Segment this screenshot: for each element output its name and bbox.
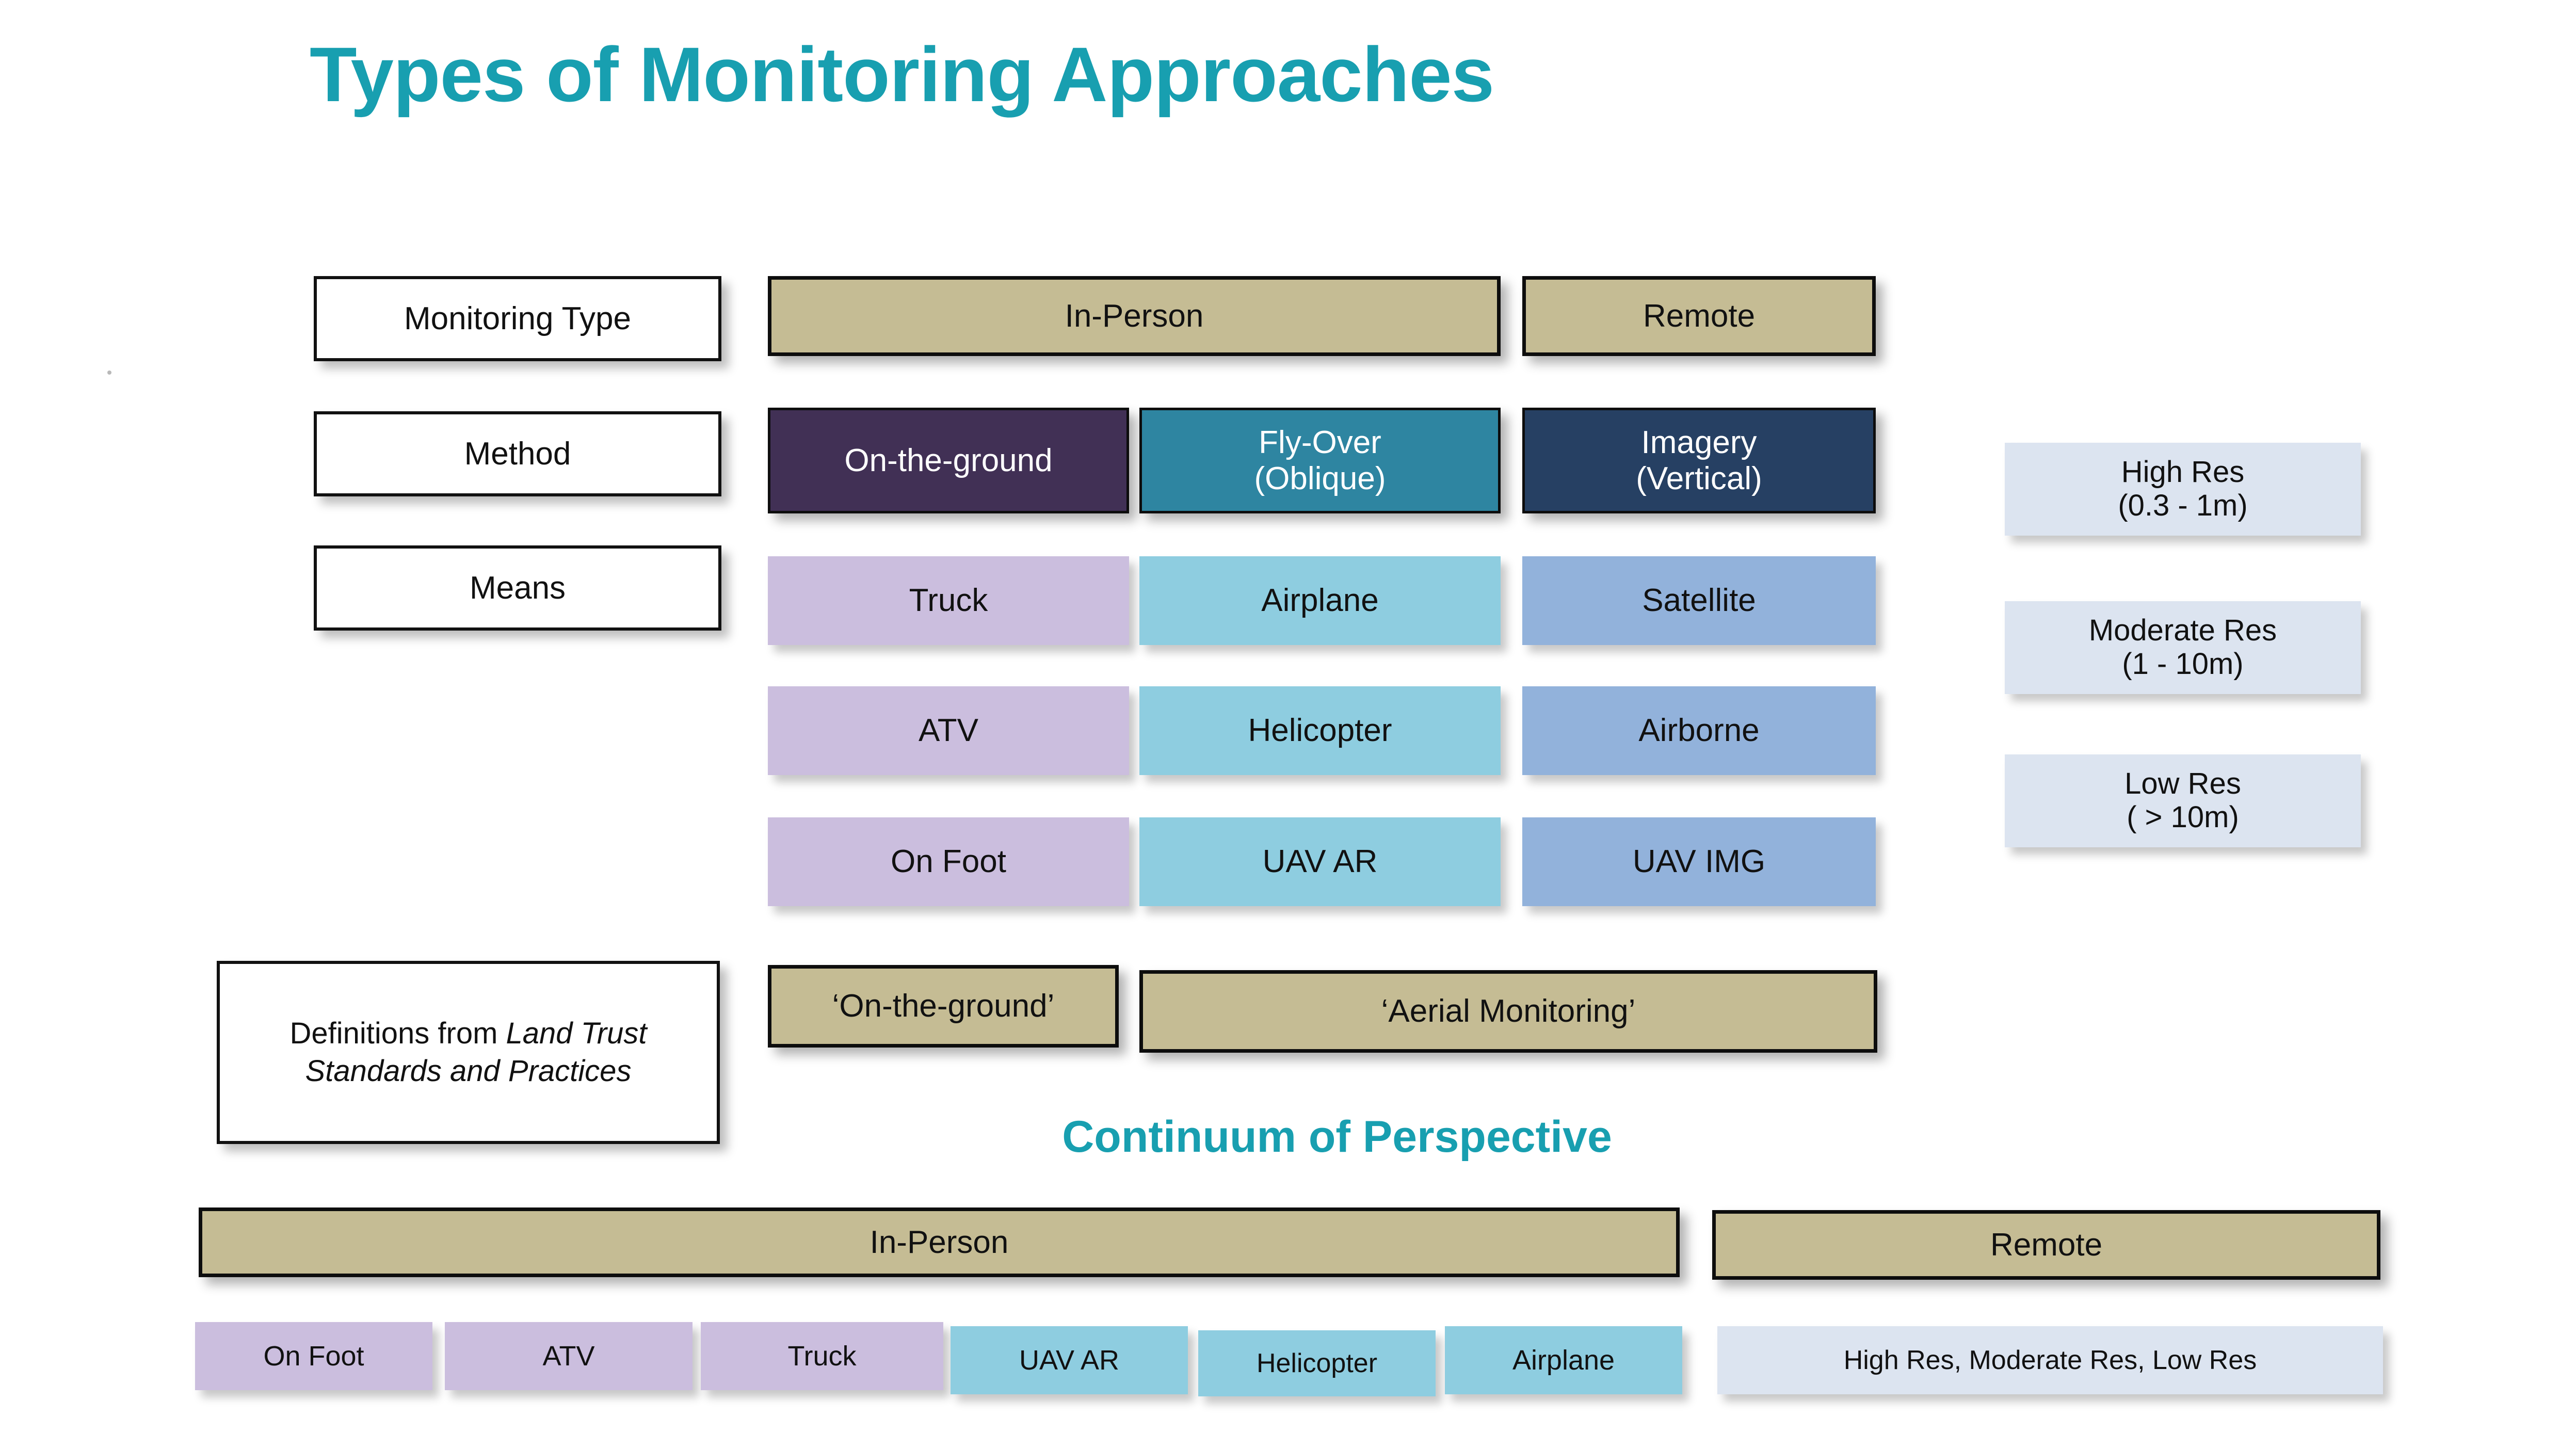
resolution-line2: (1 - 10m) xyxy=(2122,647,2244,681)
continuum-chip-on-foot[interactable]: On Foot xyxy=(195,1322,432,1390)
continuum-chip-label: UAV AR xyxy=(1019,1344,1120,1376)
means-label: UAV IMG xyxy=(1632,844,1766,880)
resolution-line1: Low Res xyxy=(2124,767,2241,801)
method-label-line2: (Vertical) xyxy=(1636,460,1762,496)
definition-term-label: ‘Aerial Monitoring’ xyxy=(1381,993,1636,1029)
means-label: ATV xyxy=(919,713,978,749)
continuum-chip-label: On Foot xyxy=(263,1340,364,1372)
means-helicopter[interactable]: Helicopter xyxy=(1139,686,1501,775)
row-label-means: Means xyxy=(314,545,721,631)
means-label: Airborne xyxy=(1638,713,1760,749)
method-on-the-ground[interactable]: On-the-ground xyxy=(768,408,1129,513)
method-label-line2: (Oblique) xyxy=(1254,460,1386,496)
means-label: Airplane xyxy=(1261,583,1379,619)
definitions-prefix: Definitions from xyxy=(289,1017,506,1050)
row-label-text: Means xyxy=(469,570,566,606)
means-uav-ar[interactable]: UAV AR xyxy=(1139,817,1501,906)
method-label-line1: Fly-Over xyxy=(1259,425,1381,461)
resolution-label: Moderate Res (1 - 10m) xyxy=(2005,614,2361,681)
definitions-source-box: Definitions from Land Trust Standards an… xyxy=(217,961,720,1144)
row-label-text: Monitoring Type xyxy=(404,300,631,336)
method-label: On-the-ground xyxy=(844,442,1053,478)
continuum-bar-label: Remote xyxy=(1990,1227,2103,1263)
page-title: Types of Monitoring Approaches xyxy=(310,31,1494,118)
monitoring-type-label: In-Person xyxy=(1065,298,1204,334)
means-airplane[interactable]: Airplane xyxy=(1139,556,1501,645)
means-uav-img[interactable]: UAV IMG xyxy=(1522,817,1876,906)
resolution-line2: (0.3 - 1m) xyxy=(2118,489,2248,522)
means-label: Satellite xyxy=(1642,583,1756,619)
continuum-chip-uav-ar[interactable]: UAV AR xyxy=(951,1326,1188,1394)
resolution-low[interactable]: Low Res ( > 10m) xyxy=(2005,754,2361,847)
resolution-line2: ( > 10m) xyxy=(2127,800,2239,834)
continuum-chip-label: Airplane xyxy=(1512,1344,1615,1376)
continuum-chip-label: ATV xyxy=(542,1340,595,1372)
definitions-source-title: Land Trust Standards and Practices xyxy=(305,1017,647,1088)
means-label: On Foot xyxy=(891,844,1006,880)
resolution-label: High Res (0.3 - 1m) xyxy=(2005,455,2361,523)
monitoring-type-in-person[interactable]: In-Person xyxy=(768,276,1501,356)
section-title-text: Continuum of Perspective xyxy=(1062,1112,1612,1162)
definition-term-label: ‘On-the-ground’ xyxy=(832,988,1055,1024)
definitions-text: Definitions from Land Trust Standards an… xyxy=(220,1015,717,1090)
means-on-foot[interactable]: On Foot xyxy=(768,817,1129,906)
continuum-chip-resolutions[interactable]: High Res, Moderate Res, Low Res xyxy=(1717,1326,2383,1394)
method-imagery[interactable]: Imagery (Vertical) xyxy=(1522,408,1876,513)
resolution-high[interactable]: High Res (0.3 - 1m) xyxy=(2005,443,2361,536)
resolution-moderate[interactable]: Moderate Res (1 - 10m) xyxy=(2005,601,2361,694)
means-label: Truck xyxy=(909,583,988,619)
continuum-chip-truck[interactable]: Truck xyxy=(701,1322,943,1390)
method-label: Imagery (Vertical) xyxy=(1525,425,1873,496)
row-label-text: Method xyxy=(464,436,571,472)
continuum-chip-label: High Res, Moderate Res, Low Res xyxy=(1843,1345,2257,1375)
continuum-bar-remote[interactable]: Remote xyxy=(1712,1210,2380,1280)
resolution-line1: Moderate Res xyxy=(2088,614,2277,648)
means-atv[interactable]: ATV xyxy=(768,686,1129,775)
means-label: Helicopter xyxy=(1248,713,1392,749)
means-satellite[interactable]: Satellite xyxy=(1522,556,1876,645)
definition-term-aerial-monitoring[interactable]: ‘Aerial Monitoring’ xyxy=(1139,970,1877,1053)
definition-term-on-the-ground[interactable]: ‘On-the-ground’ xyxy=(768,965,1119,1048)
section-title: Continuum of Perspective xyxy=(0,1112,2576,1163)
row-label-monitoring-type: Monitoring Type xyxy=(314,276,721,361)
continuum-chip-atv[interactable]: ATV xyxy=(445,1322,693,1390)
means-airborne[interactable]: Airborne xyxy=(1522,686,1876,775)
row-label-method: Method xyxy=(314,411,721,496)
means-label: UAV AR xyxy=(1262,844,1378,880)
resolution-line1: High Res xyxy=(2121,455,2245,489)
monitoring-type-remote[interactable]: Remote xyxy=(1522,276,1876,356)
continuum-chip-helicopter[interactable]: Helicopter xyxy=(1198,1330,1436,1396)
resolution-label: Low Res ( > 10m) xyxy=(2005,767,2361,834)
means-truck[interactable]: Truck xyxy=(768,556,1129,645)
method-fly-over[interactable]: Fly-Over (Oblique) xyxy=(1139,408,1501,513)
continuum-chip-airplane[interactable]: Airplane xyxy=(1445,1326,1682,1394)
continuum-chip-label: Helicopter xyxy=(1256,1348,1378,1378)
continuum-bar-label: In-Person xyxy=(870,1224,1009,1260)
continuum-chip-label: Truck xyxy=(787,1340,857,1372)
method-label: Fly-Over (Oblique) xyxy=(1142,425,1498,496)
stray-dot xyxy=(107,371,111,375)
continuum-bar-in-person[interactable]: In-Person xyxy=(199,1208,1680,1277)
monitoring-type-label: Remote xyxy=(1643,298,1756,334)
method-label-line1: Imagery xyxy=(1641,425,1757,461)
